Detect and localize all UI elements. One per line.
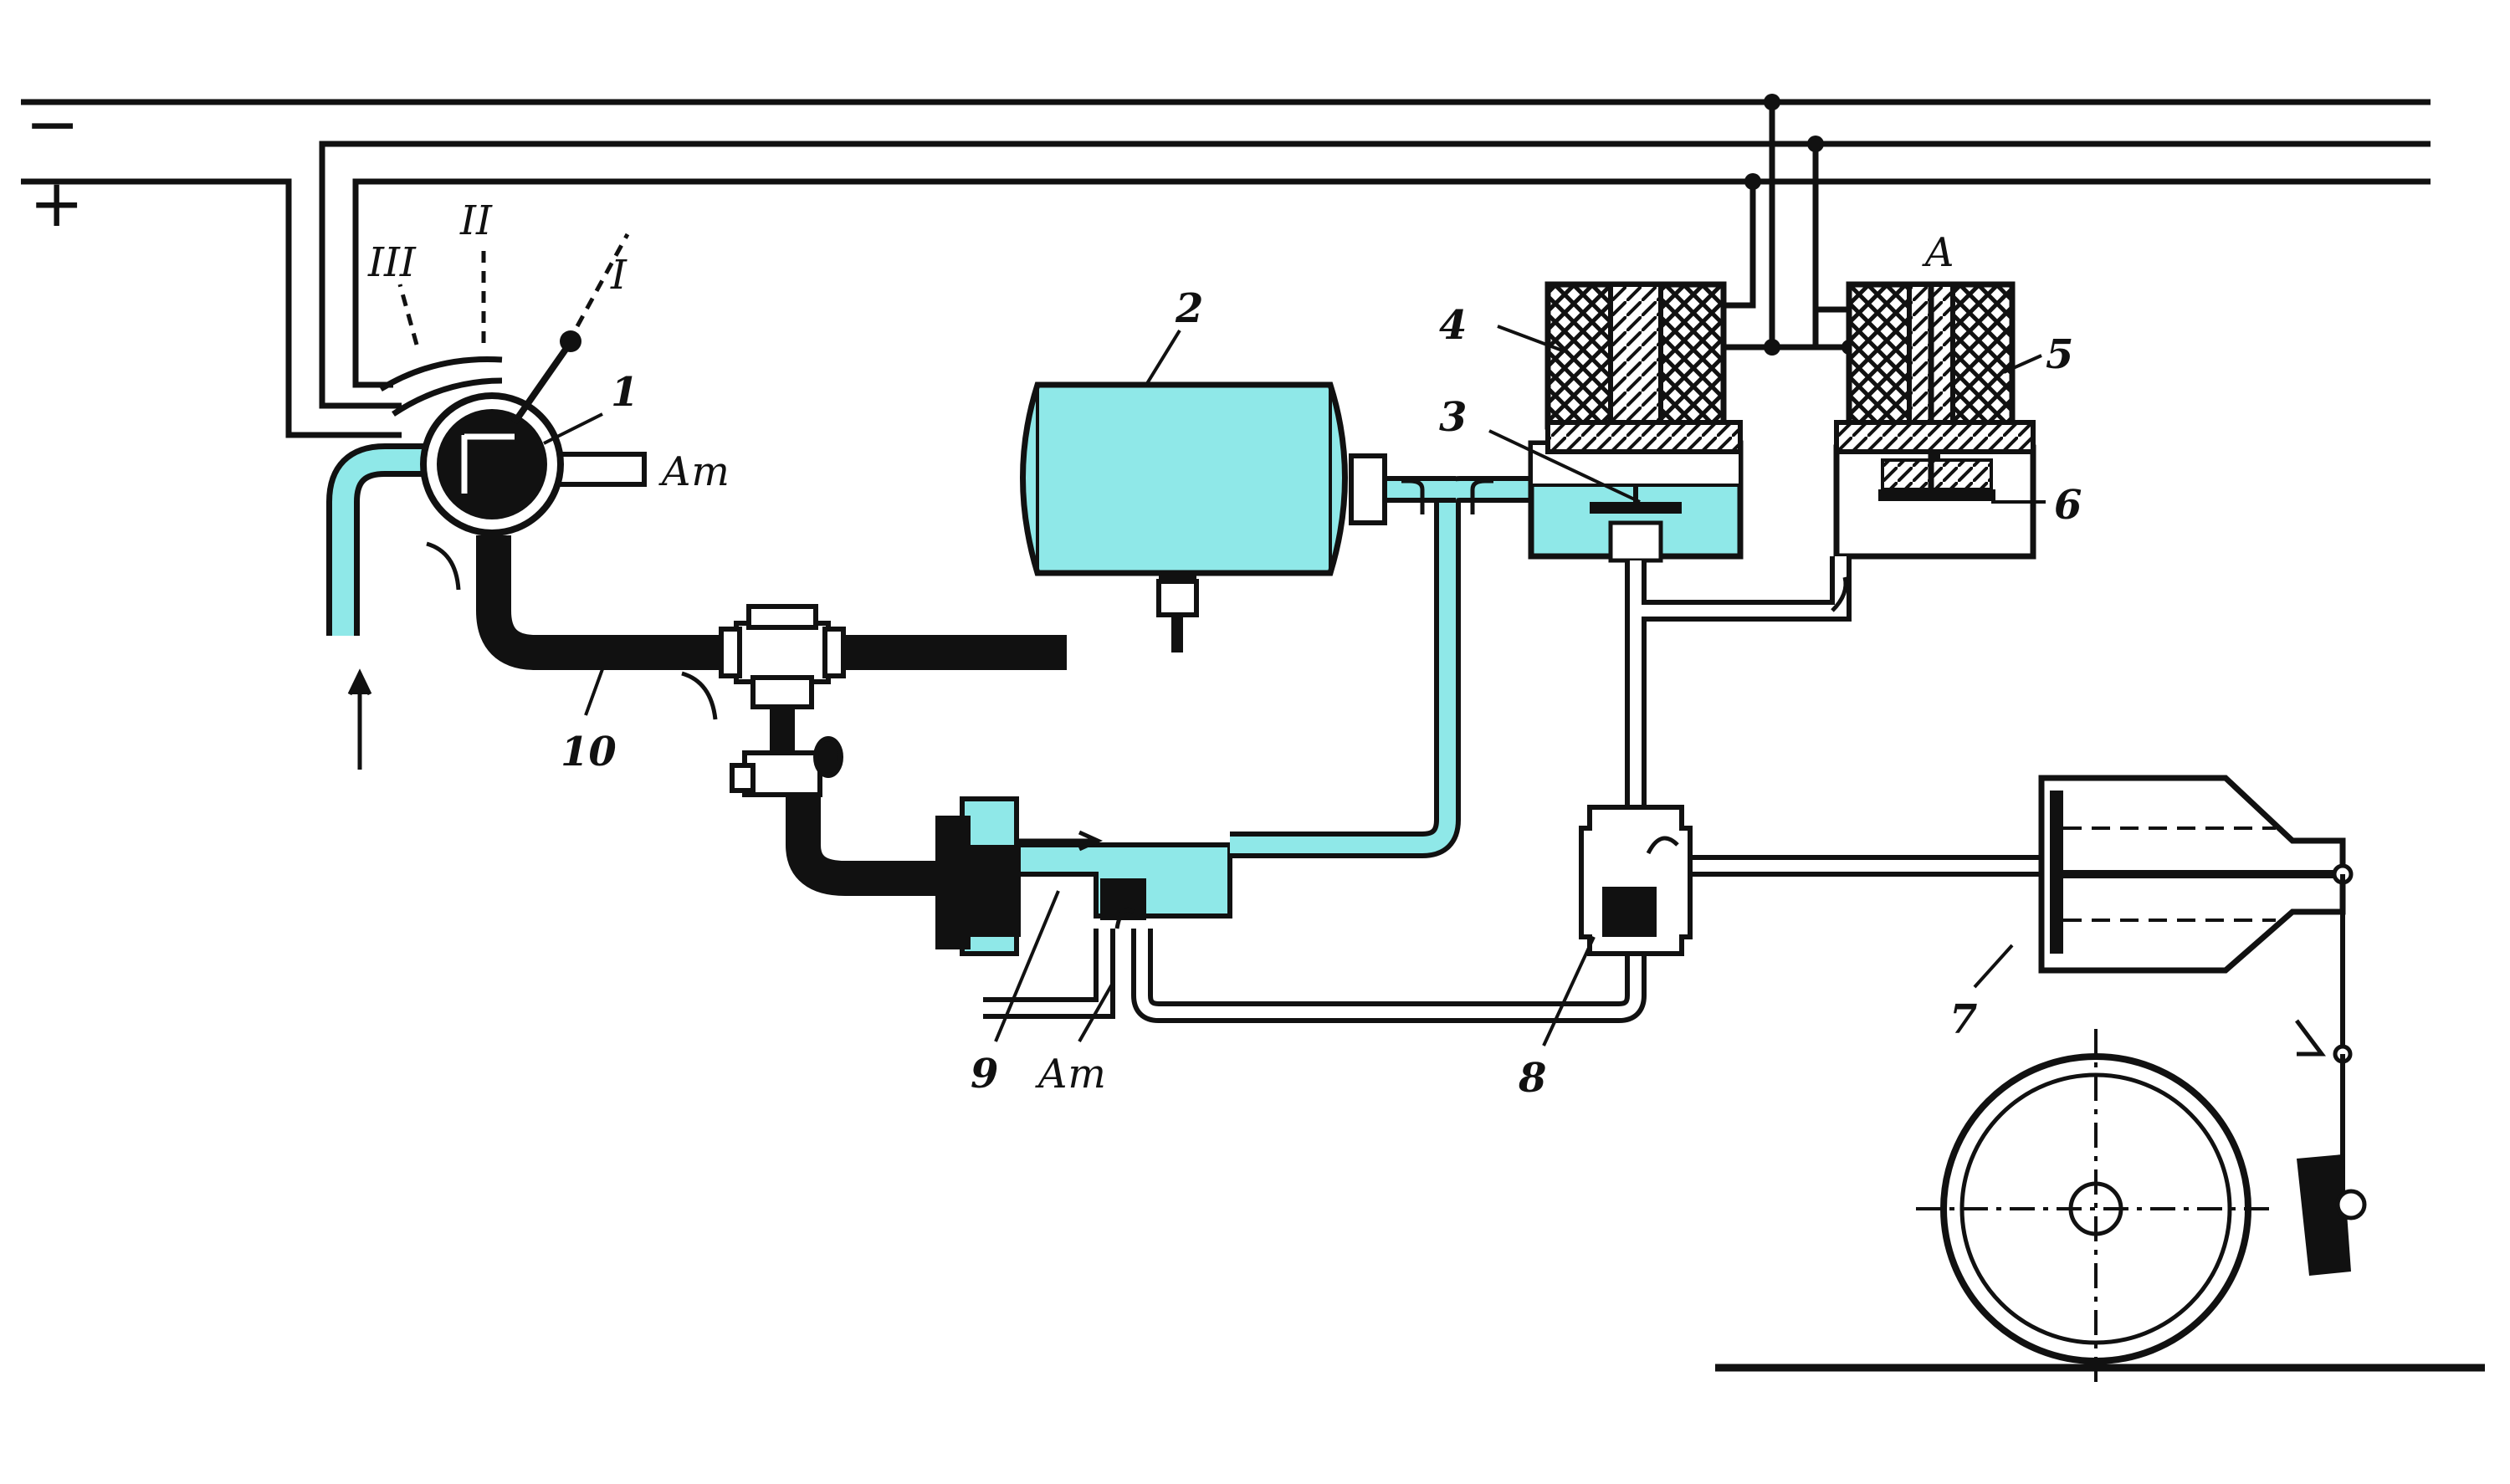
label-3: 3: [1439, 394, 1467, 441]
label-5: 5: [2046, 331, 2073, 378]
hose-coupling: [719, 604, 846, 797]
brake-cylinder-7: [2038, 775, 2367, 1276]
position-II-label: II: [459, 197, 493, 244]
check-valve-8: [1579, 805, 1693, 956]
brake-valve-3: [1528, 440, 1744, 563]
magnet-4: [1544, 281, 1743, 454]
valve-handle: [511, 342, 572, 425]
position-I-label: I: [610, 252, 628, 299]
label-1: 1: [611, 369, 638, 416]
label-7: 7: [1949, 996, 1977, 1043]
label-atm-valve: Ат: [658, 448, 730, 495]
wire-bus: [21, 99, 2431, 438]
exhaust-port: [550, 452, 647, 487]
controller-contacts: [379, 356, 503, 417]
driver-brake-valve: [326, 330, 647, 636]
leader-lines: [543, 325, 2046, 1046]
label-4: 4: [1439, 302, 1467, 349]
wheel: [1715, 1029, 2485, 1384]
position-III-label: III: [367, 239, 417, 286]
label-6: 6: [2054, 482, 2082, 529]
drain-valve: [1156, 579, 1199, 617]
plus-sign: +: [29, 166, 84, 242]
label-8: 8: [1518, 1055, 1546, 1102]
label-A: А: [1922, 229, 1954, 276]
label-atm-distributor: Ат: [1035, 1051, 1106, 1098]
wire-junctions: [1712, 94, 1857, 356]
label-10: 10: [561, 729, 617, 775]
air-distributor: [935, 796, 1232, 956]
minus-sign: −: [25, 87, 79, 162]
label-9: 9: [971, 1051, 998, 1098]
cylinder-pipes-inner: [983, 556, 2041, 1018]
position-marks: [397, 233, 630, 345]
reservoir: [1020, 381, 1387, 652]
arrows: [347, 541, 1848, 929]
magnet-5: [1834, 281, 2036, 494]
brake-shoe: [2297, 1154, 2351, 1276]
flow-arrows: [1401, 478, 1493, 514]
label-2: 2: [1175, 285, 1203, 332]
